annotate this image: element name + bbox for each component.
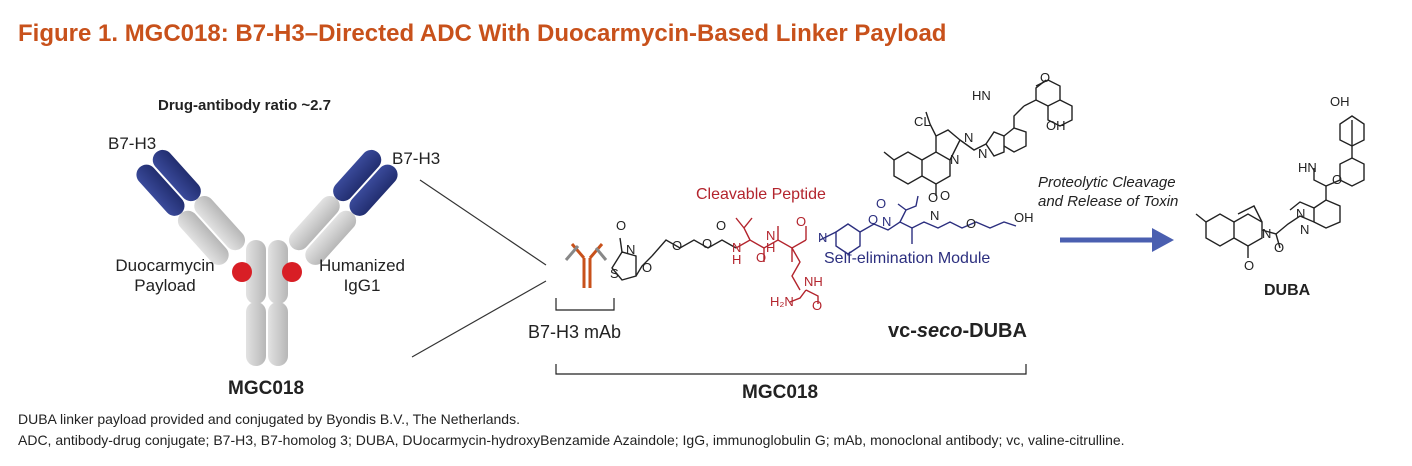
atom-n-mal: N (626, 242, 636, 257)
atom-h2n-urea: H₂N (770, 294, 794, 309)
antibody-left-variable-outer (136, 164, 185, 216)
atom-o-top: O (1040, 70, 1051, 85)
atom-h-cit: H (766, 240, 776, 255)
duba-label: DUBA (1264, 282, 1311, 299)
payload-structure (883, 79, 1073, 196)
antibody-fc-upper-right (268, 240, 288, 304)
zoom-line-top (419, 179, 547, 266)
atom-n-cit: N (766, 228, 776, 243)
atom-n-azaindole1: N (964, 130, 974, 145)
zoom-line-bottom (411, 280, 547, 358)
atom-o-mal1: O (616, 218, 627, 233)
duba-atom-hn: HN (1298, 160, 1317, 175)
atom-s-mal: S (610, 266, 619, 281)
atom-o-link: O (716, 218, 727, 233)
mab-icon (564, 243, 608, 288)
mab-bracket (555, 298, 615, 311)
antibody-left-arm-outer (177, 210, 229, 265)
atom-n-indoline: N (950, 152, 960, 167)
atom-o-peg1: O (672, 238, 683, 253)
cleavable-peptide-label: Cleavable Peptide (696, 186, 826, 203)
antibody-name: MGC018 (228, 378, 305, 399)
b7h3-left-label: B7-H3 (108, 134, 157, 153)
atom-nh-pab: N (818, 230, 828, 245)
atom-o-carbamate2: O (940, 188, 951, 203)
antibody-right-arm-inner (288, 196, 340, 251)
self-elimination-label: Self-elimination Module (824, 250, 991, 267)
release-arrow (1060, 228, 1174, 252)
mab-label: B7-H3 mAb (528, 322, 622, 342)
antibody-right-arm-outer (305, 210, 357, 265)
antibody-fc-lower-left (246, 302, 266, 366)
antibody-right-variable-outer (349, 164, 398, 216)
release-label-line2: and Release of Toxin (1038, 193, 1179, 210)
atom-o-pab: O (868, 212, 879, 227)
atom-o-mal2: O (642, 260, 653, 275)
antibody-fc-lower-right (268, 302, 288, 366)
atom-o-val: O (756, 250, 767, 265)
antibody-left-arm-inner (194, 196, 246, 251)
release-label-line1: Proteolytic Cleavage (1038, 174, 1176, 191)
atom-n-azaindole2: N (978, 146, 988, 161)
antibody-fc-upper-left (246, 240, 266, 304)
atom-oh-chain: OH (1014, 210, 1034, 225)
linker-name: vc-seco-DUBA (888, 320, 1027, 342)
atom-cl: CL (914, 114, 931, 129)
bracket-label: MGC018 (742, 382, 819, 403)
atom-hn-top: HN (972, 88, 991, 103)
peptide-structure (735, 217, 819, 304)
atom-n-carbamate: N (930, 208, 940, 223)
atom-nh-urea: NH (804, 274, 823, 289)
atom-o-carbamate: O (928, 190, 939, 205)
atom-o-link2: O (702, 236, 713, 251)
self-elimination-structure (819, 195, 1017, 255)
duba-atom-o-ketone: O (1244, 258, 1255, 273)
duba-atom-o: O (1332, 172, 1343, 187)
antibody-right-variable-inner (333, 149, 382, 202)
antibody-left-variable-inner (152, 149, 201, 202)
duba-atom-o-amide: O (1274, 240, 1285, 255)
payload-label: Duocarmycin Payload (115, 256, 215, 295)
b7h3-right-label: B7-H3 (392, 149, 441, 168)
payload-left-dot (232, 262, 252, 282)
duba-atom-n2: N (1296, 206, 1306, 221)
atom-o-pab2: O (876, 196, 887, 211)
mgc018-bracket (555, 364, 1027, 375)
duba-atom-oh: OH (1330, 94, 1350, 109)
duba-structure (1195, 115, 1365, 258)
dar-label: Drug-antibody ratio ~2.7 (158, 97, 331, 114)
atom-o-cit: O (796, 214, 807, 229)
footnote-line1: DUBA linker payload provided and conjuga… (18, 411, 520, 427)
atom-o-urea: O (812, 298, 823, 313)
footnote-line2: ADC, antibody-drug conjugate; B7-H3, B7-… (18, 432, 1125, 448)
atom-o-ether: O (966, 216, 977, 231)
antibody-illustration (136, 149, 398, 366)
payload-right-dot (282, 262, 302, 282)
atom-n-amine: N (882, 214, 892, 229)
atom-h-val: H (732, 252, 742, 267)
atom-oh-top: OH (1046, 118, 1066, 133)
atom-n-val: N (732, 240, 742, 255)
duba-atom-n3: N (1300, 222, 1310, 237)
figure-title: Figure 1. MGC018: B7-H3–Directed ADC Wit… (18, 20, 947, 47)
linker-structure (611, 237, 737, 281)
igg-label: Humanized IgG1 (319, 256, 405, 295)
duba-atom-n1: N (1262, 226, 1272, 241)
